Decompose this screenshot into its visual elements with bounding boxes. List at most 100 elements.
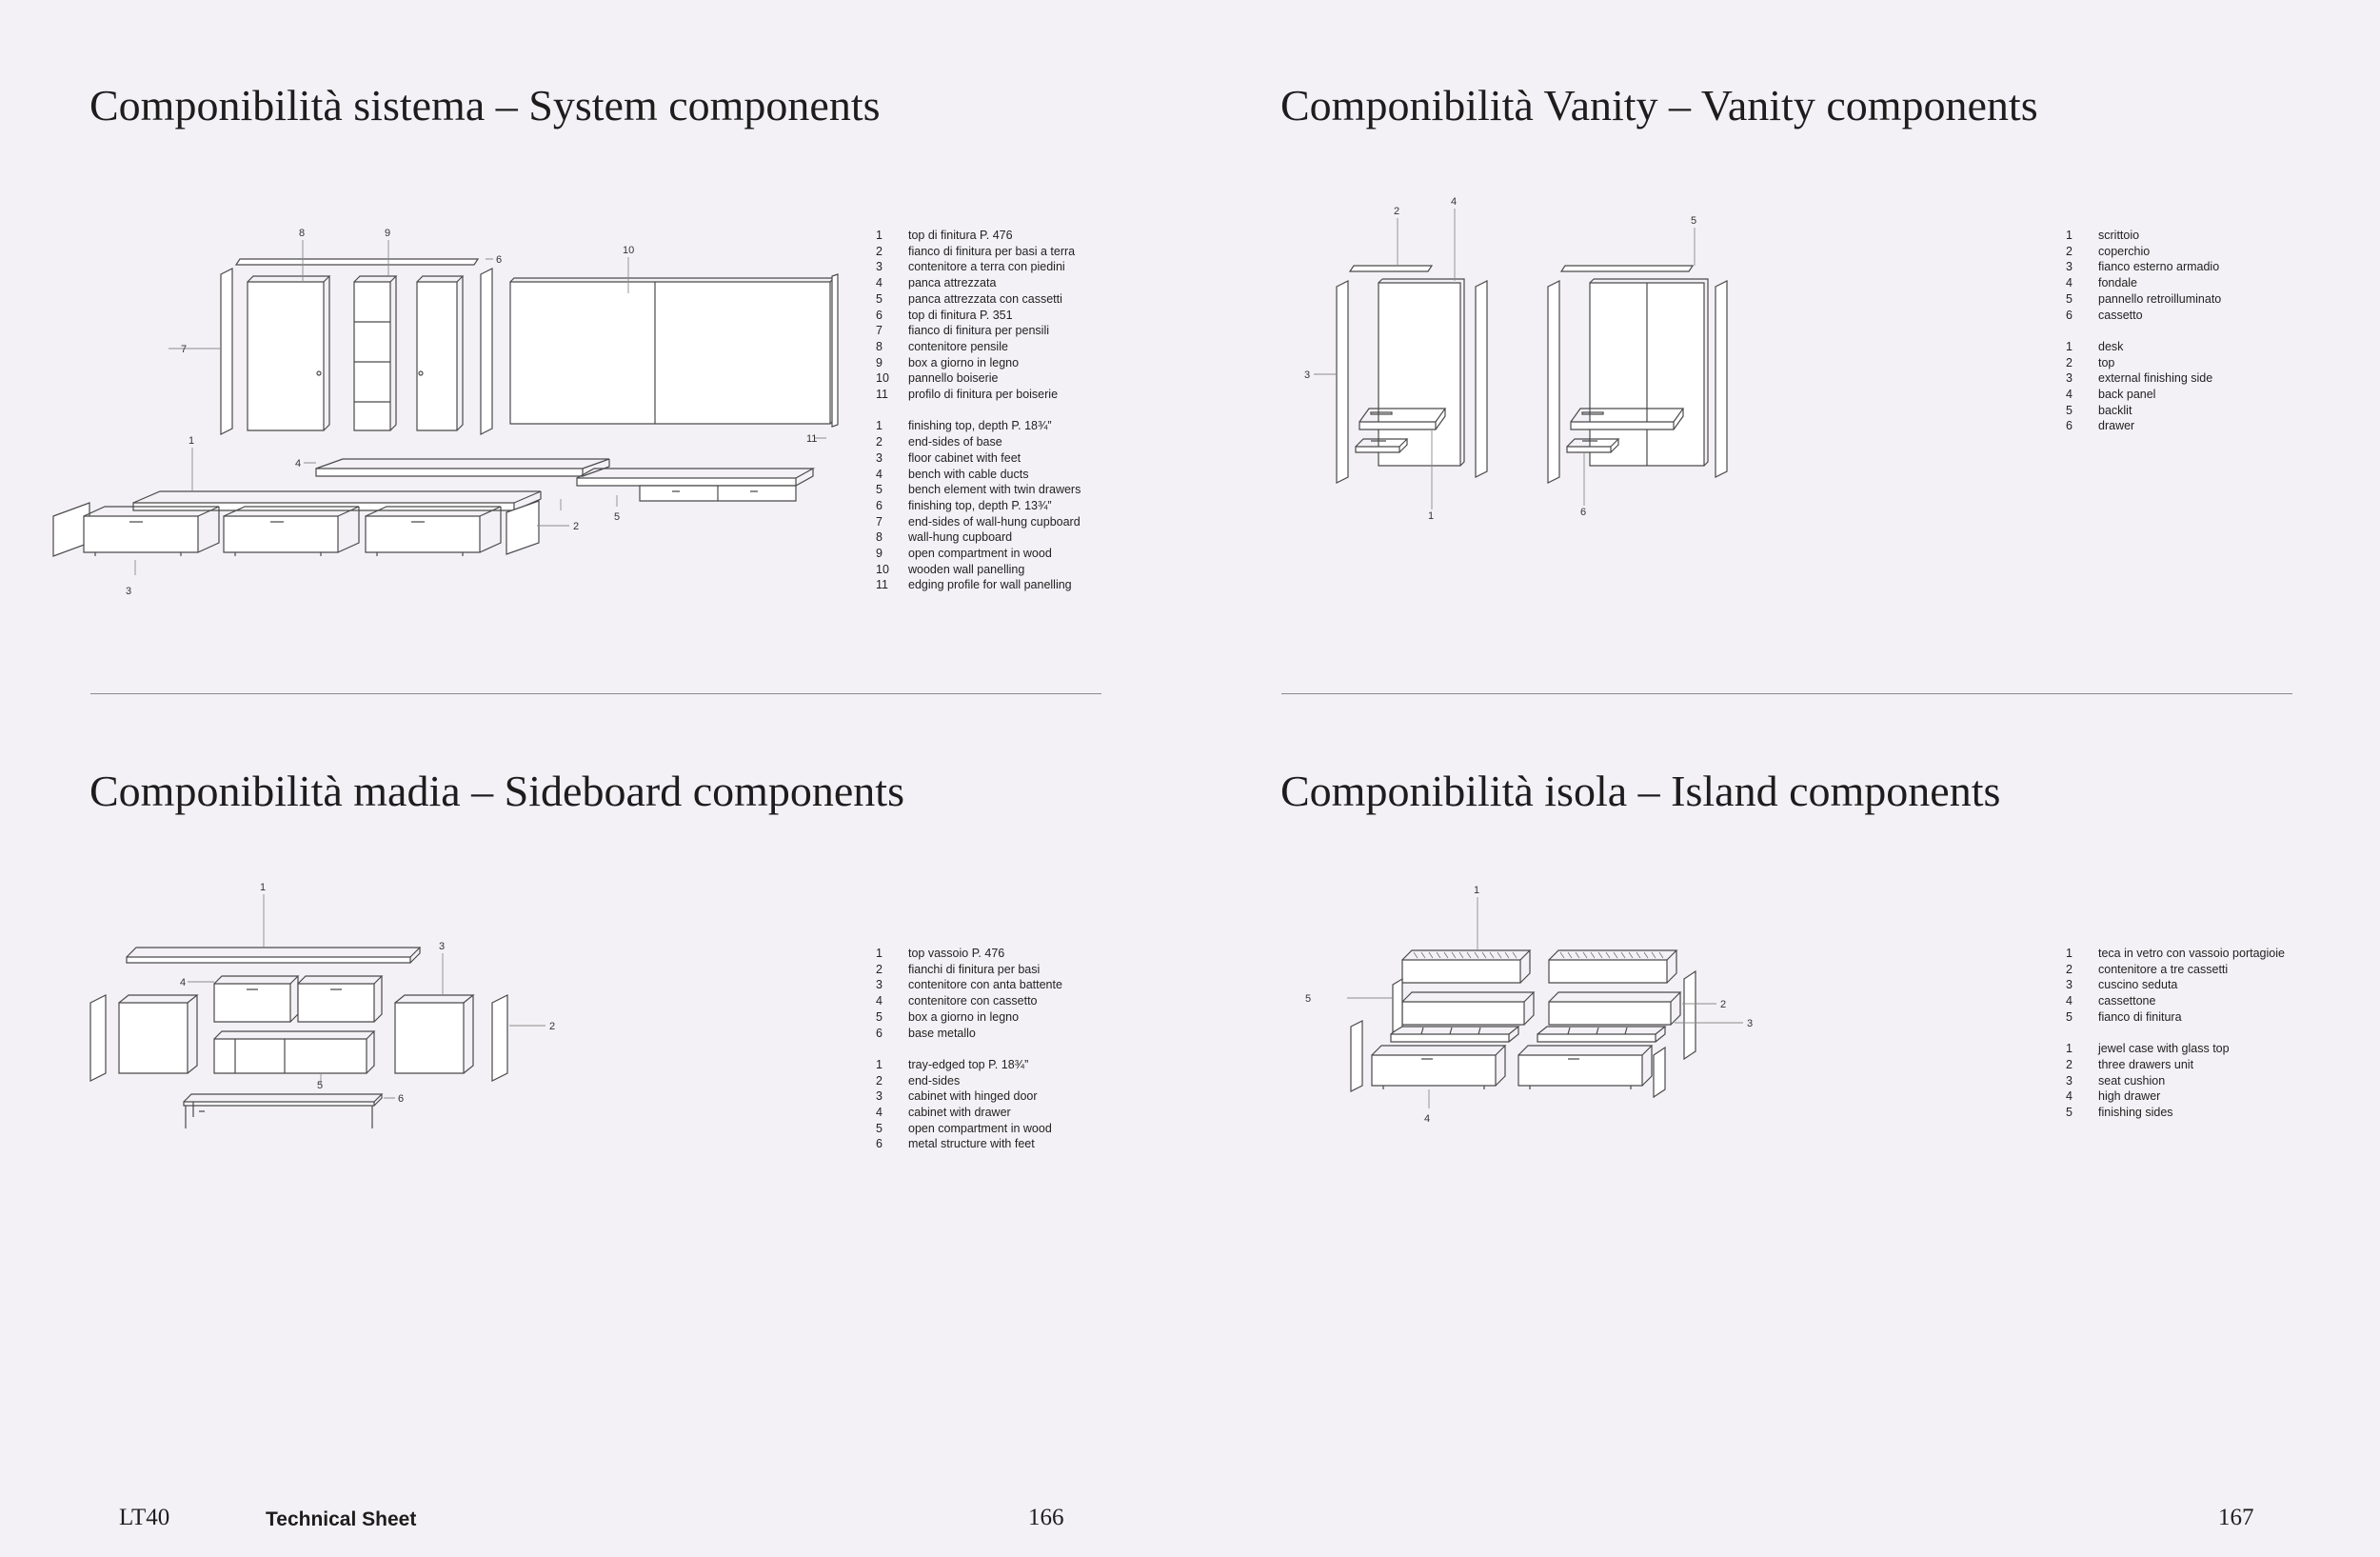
section-title-vanity: Componibilità Vanity – Vanity components bbox=[1280, 81, 2038, 130]
legend-item-number: 5 bbox=[876, 291, 883, 306]
legend-item-number: 1 bbox=[2066, 1042, 2073, 1056]
legend-item-label: floor cabinet with feet bbox=[908, 450, 1021, 465]
legend-item-number: 4 bbox=[876, 1106, 883, 1120]
legend-item-number: 7 bbox=[876, 514, 883, 529]
svg-text:6: 6 bbox=[398, 1093, 404, 1105]
svg-text:2: 2 bbox=[549, 1021, 555, 1032]
sideboard-components-diagram: 1 3 4 2 5 6 bbox=[89, 882, 555, 1128]
legend-item-label: fianchi di finitura per basi bbox=[908, 962, 1041, 976]
legend-item-label: base metallo bbox=[908, 1026, 976, 1040]
legend-item-label: end-sides of wall-hung cupboard bbox=[908, 514, 1081, 529]
legend-item: 5 panca attrezzata con cassetti bbox=[876, 291, 1081, 308]
legend-item-number: 9 bbox=[876, 355, 883, 369]
legend-item-label: desk bbox=[2098, 339, 2124, 353]
legend-item-number: 2 bbox=[2066, 1057, 2073, 1071]
section-divider-right bbox=[1281, 693, 2292, 694]
legend-item-number: 3 bbox=[876, 978, 883, 992]
svg-text:3: 3 bbox=[1304, 369, 1310, 381]
legend-item-number: 8 bbox=[876, 530, 883, 545]
svg-text:6: 6 bbox=[496, 254, 502, 266]
legend-item-number: 1 bbox=[2066, 947, 2073, 960]
legend-item-number: 1 bbox=[2066, 229, 2073, 242]
legend-item-number: 6 bbox=[876, 308, 883, 322]
svg-text:3: 3 bbox=[1747, 1018, 1753, 1029]
legend-item-number: 6 bbox=[876, 1137, 883, 1151]
legend-item-number: 5 bbox=[876, 1009, 883, 1024]
legend-item: 1 scrittoio bbox=[2066, 228, 2221, 244]
legend-item-label: open compartment in wood bbox=[908, 1121, 1052, 1135]
svg-text:1: 1 bbox=[1474, 885, 1479, 896]
legend-item-label: finishing sides bbox=[2098, 1106, 2173, 1120]
svg-text:5: 5 bbox=[1691, 215, 1696, 227]
legend-item-label: fianco di finitura bbox=[2098, 1009, 2182, 1024]
legend-item-label: seat cushion bbox=[2098, 1073, 2166, 1088]
legend-item-number: 1 bbox=[876, 419, 883, 433]
legend-item-number: 2 bbox=[2066, 244, 2073, 258]
legend-item-label: scrittoio bbox=[2098, 229, 2140, 242]
svg-text:1: 1 bbox=[1428, 510, 1434, 522]
vanity-components-diagram: 2 4 5 3 1 6 bbox=[1304, 196, 1728, 522]
legend-item: 3 floor cabinet with feet bbox=[876, 450, 1081, 467]
legend-item-label: coperchio bbox=[2098, 244, 2151, 258]
legend-item-label: end-sides bbox=[908, 1073, 961, 1088]
svg-text:3: 3 bbox=[126, 586, 131, 597]
legend-item: 7 end-sides of wall-hung cupboard bbox=[876, 514, 1081, 530]
legend-item-label: fianco di finitura per pensili bbox=[908, 324, 1049, 338]
svg-text:2: 2 bbox=[573, 521, 579, 532]
legend-item-number: 9 bbox=[876, 547, 883, 561]
legend-item-label: bench with cable ducts bbox=[908, 467, 1029, 481]
legend-item-number: 2 bbox=[876, 244, 883, 258]
legend-item-label: profilo di finitura per boiserie bbox=[908, 388, 1059, 402]
legend-item-label: jewel case with glass top bbox=[2098, 1042, 2230, 1056]
legend-item-label: cabinet with drawer bbox=[908, 1106, 1011, 1120]
legend-item-number: 3 bbox=[876, 450, 883, 465]
legend-item-label: top vassoio P. 476 bbox=[908, 947, 1005, 960]
legend-item-number: 5 bbox=[2066, 1106, 2073, 1120]
svg-text:5: 5 bbox=[317, 1080, 323, 1091]
legend-item-number: 6 bbox=[876, 498, 883, 512]
legend-item-label: cabinet with hinged door bbox=[908, 1089, 1038, 1104]
legend-item-label: pannello retroilluminato bbox=[2098, 291, 2222, 306]
legend-item-label: top di finitura P. 351 bbox=[908, 308, 1013, 322]
legend-item-number: 6 bbox=[2066, 308, 2073, 322]
legend-item-label: contenitore a terra con piedini bbox=[908, 260, 1065, 274]
svg-text:5: 5 bbox=[614, 511, 620, 523]
svg-text:6: 6 bbox=[1580, 507, 1586, 518]
legend-item: 4 bench with cable ducts bbox=[876, 467, 1081, 483]
legend-item-label: contenitore a tre cassetti bbox=[2098, 962, 2229, 976]
legend-item-label: finishing top, depth P. 18¾” bbox=[908, 419, 1052, 433]
legend-item-number: 11 bbox=[876, 388, 888, 402]
svg-text:7: 7 bbox=[181, 344, 187, 355]
legend-item-number: 4 bbox=[876, 467, 883, 481]
legend-item-label: end-sides of base bbox=[908, 435, 1002, 449]
legend-item-number: 6 bbox=[876, 1026, 883, 1040]
svg-text:2: 2 bbox=[1720, 999, 1726, 1010]
legend-item-label: top bbox=[2098, 355, 2115, 369]
section-title-sideboard: Componibilità madia – Sideboard componen… bbox=[89, 767, 904, 815]
legend-item-label: tray-edged top P. 18¾” bbox=[908, 1057, 1029, 1071]
legend-item: 3 seat cushion bbox=[2066, 1073, 2285, 1089]
legend-item-number: 5 bbox=[2066, 403, 2073, 417]
legend-item-label: panca attrezzata con cassetti bbox=[908, 291, 1062, 306]
legend-item-label: wooden wall panelling bbox=[908, 562, 1025, 576]
legend-item-label: bench element with twin drawers bbox=[908, 483, 1081, 497]
legend-item-number: 3 bbox=[2066, 1073, 2073, 1088]
